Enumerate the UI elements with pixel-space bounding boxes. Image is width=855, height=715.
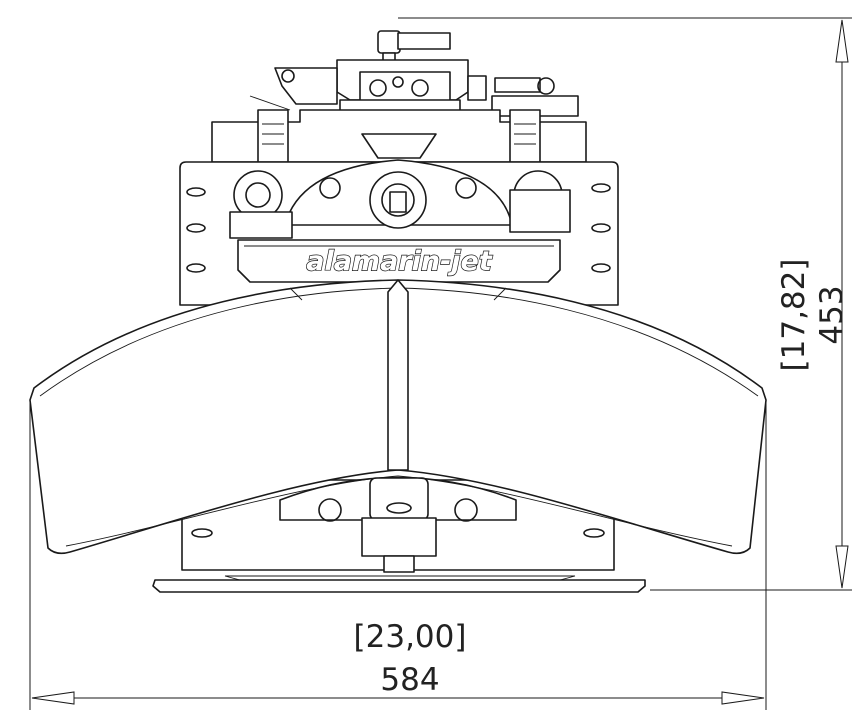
- lower-body: [152, 476, 646, 593]
- deflector-bucket: [29, 279, 767, 555]
- dimension-height: [17,82] 453: [398, 17, 852, 591]
- height-inches-label: [17,82]: [776, 259, 812, 372]
- width-inches-label: [23,00]: [354, 619, 467, 655]
- dimension-width: [23,00] 584: [29, 400, 767, 710]
- pump-head-assembly: [211, 30, 587, 163]
- height-mm-label: 453: [814, 285, 850, 344]
- width-mm-label: 584: [380, 662, 439, 698]
- brand-plate: alamarin-jet: [237, 239, 561, 283]
- brand-label: alamarin-jet: [306, 246, 493, 277]
- baseplate: [152, 579, 646, 593]
